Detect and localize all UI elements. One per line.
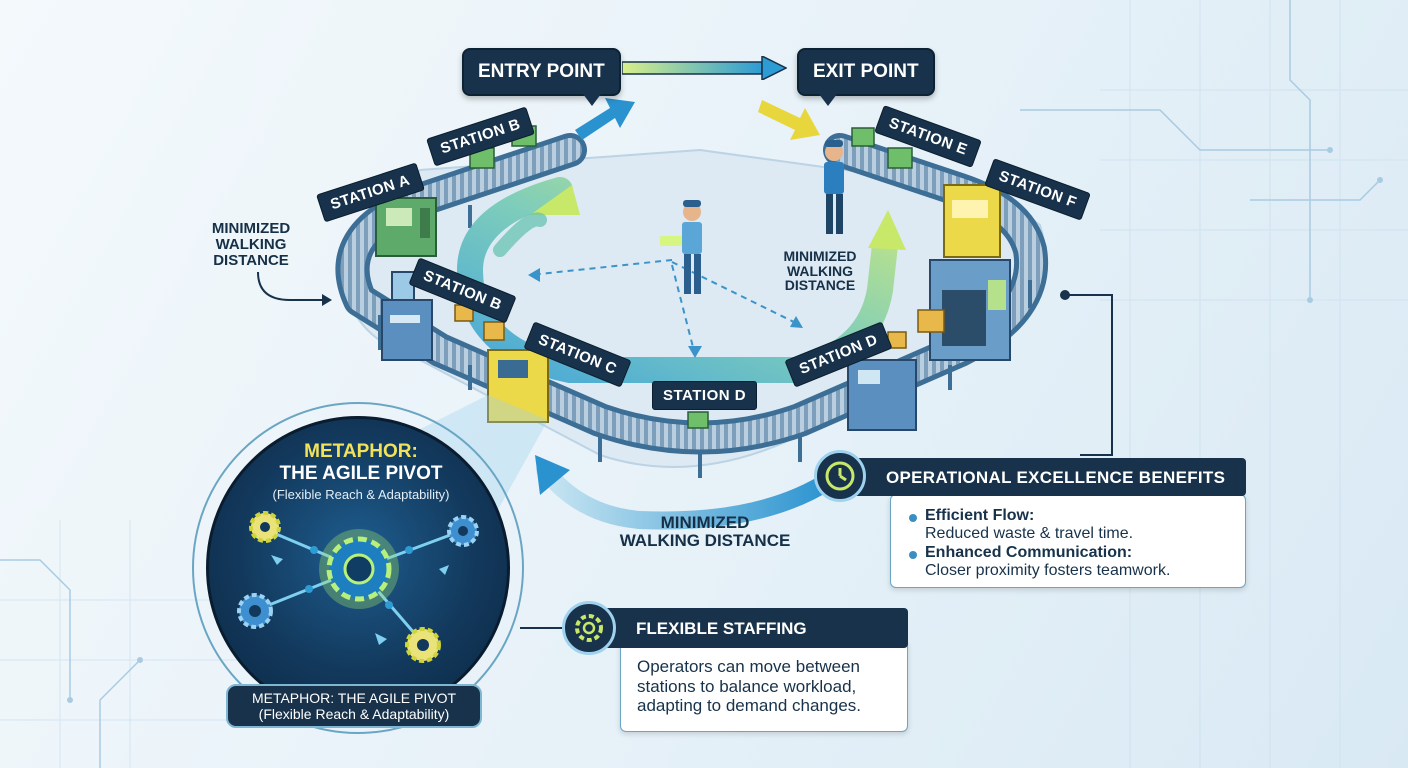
machine-station-b-left bbox=[381, 271, 433, 361]
flow-arrowhead-right bbox=[868, 210, 906, 250]
entry-to-exit-arrow bbox=[622, 56, 787, 80]
exit-arrow bbox=[758, 100, 820, 140]
walking-left-arrow bbox=[257, 271, 332, 306]
metaphor-circle: METAPHOR: THE AGILE PIVOT (Flexible Reac… bbox=[206, 416, 510, 720]
bottom-return-arrow bbox=[536, 461, 839, 530]
staffing-header: FLEXIBLE STAFFING bbox=[590, 608, 908, 648]
benefits-list: Efficient Flow: Reduced waste & travel t… bbox=[909, 507, 1239, 581]
gear-icon bbox=[562, 601, 616, 655]
operator-center bbox=[660, 200, 702, 294]
entry-point-callout: ENTRY POINT bbox=[462, 48, 621, 106]
walking-left-line-1: MINIMIZED bbox=[211, 220, 291, 237]
flow-arrowhead-left bbox=[530, 185, 580, 215]
walking-distance-left: MINIMIZED WALKING DISTANCE bbox=[196, 221, 306, 268]
staffing-body: Operators can move between stations to b… bbox=[637, 657, 861, 716]
walking-center-line-2: WALKING bbox=[786, 262, 854, 279]
small-gear-bottom-right bbox=[405, 627, 441, 663]
metaphor-halo bbox=[192, 402, 524, 734]
benefits-heading: OPERATIONAL EXCELLENCE BENEFITS bbox=[886, 468, 1226, 487]
machine-station-a bbox=[375, 197, 437, 257]
bullet-dot bbox=[909, 514, 917, 522]
benefit-item: Enhanced Communication: Closer proximity… bbox=[909, 544, 1239, 581]
entry-arrow bbox=[575, 98, 635, 140]
metaphor-title: METAPHOR: bbox=[304, 441, 418, 462]
staffing-line-1: Operators can move between bbox=[637, 657, 861, 676]
station-d-center-label: STATION D bbox=[652, 381, 758, 410]
walking-distance-bottom: MINIMIZED WALKING DISTANCE bbox=[600, 514, 810, 550]
metaphor-caption: METAPHOR: THE AGILE PIVOT (Flexible Reac… bbox=[226, 684, 482, 728]
conveyor-rollers bbox=[340, 138, 1044, 450]
machine-station-c bbox=[487, 349, 549, 423]
staffing-heading: FLEXIBLE STAFFING bbox=[636, 619, 807, 638]
walking-bottom-line-1: MINIMIZED bbox=[660, 513, 750, 532]
metaphor-subtitle: THE AGILE PIVOT bbox=[279, 463, 443, 484]
walking-center-line-3: DISTANCE bbox=[784, 277, 856, 294]
small-gear-left bbox=[237, 593, 273, 629]
bullet-dot bbox=[909, 550, 917, 559]
benefits-panel: Efficient Flow: Reduced waste & travel t… bbox=[890, 494, 1246, 588]
small-gear-top-right bbox=[447, 515, 479, 547]
central-gear bbox=[319, 529, 399, 609]
benefits-header: OPERATIONAL EXCELLENCE BENEFITS bbox=[852, 458, 1246, 496]
walking-left-line-2: WALKING bbox=[215, 235, 287, 253]
machine-inspection-tunnel bbox=[929, 259, 1011, 361]
operator-right bbox=[824, 140, 844, 234]
walking-left-line-3: DISTANCE bbox=[213, 251, 289, 269]
metaphor-caption-title: METAPHOR: THE AGILE PIVOT bbox=[251, 690, 457, 706]
metaphor-detail: (Flexible Reach & Adaptability) bbox=[272, 487, 450, 502]
machine-station-f bbox=[943, 184, 1001, 258]
exit-point-callout: EXIT POINT bbox=[797, 48, 935, 106]
machine-station-d-right bbox=[847, 359, 917, 431]
operator-reach-lines bbox=[529, 259, 801, 356]
benefit-text: Reduced waste & travel time. bbox=[925, 525, 1134, 543]
benefit-title: Efficient Flow: bbox=[925, 507, 1035, 524]
staffing-line-2: stations to balance workload, bbox=[637, 676, 857, 696]
benefit-title: Enhanced Communication: bbox=[925, 543, 1133, 561]
benefit-text: Closer proximity fosters teamwork. bbox=[925, 562, 1171, 580]
metaphor-caption-detail: (Flexible Reach & Adaptability) bbox=[258, 706, 450, 722]
walking-distance-center: MINIMIZED WALKING DISTANCE bbox=[770, 249, 870, 293]
gears-network-icon bbox=[237, 511, 479, 663]
staffing-panel: Operators can move between stations to b… bbox=[620, 640, 908, 732]
small-gear-top-left bbox=[249, 511, 281, 543]
walking-center-line-1: MINIMIZED bbox=[783, 248, 857, 264]
benefit-item: Efficient Flow: Reduced waste & travel t… bbox=[909, 507, 1239, 544]
staffing-line-3: adapting to demand changes. bbox=[637, 696, 862, 716]
walking-bottom-line-2: WALKING DISTANCE bbox=[619, 530, 791, 550]
clock-icon bbox=[814, 450, 866, 502]
